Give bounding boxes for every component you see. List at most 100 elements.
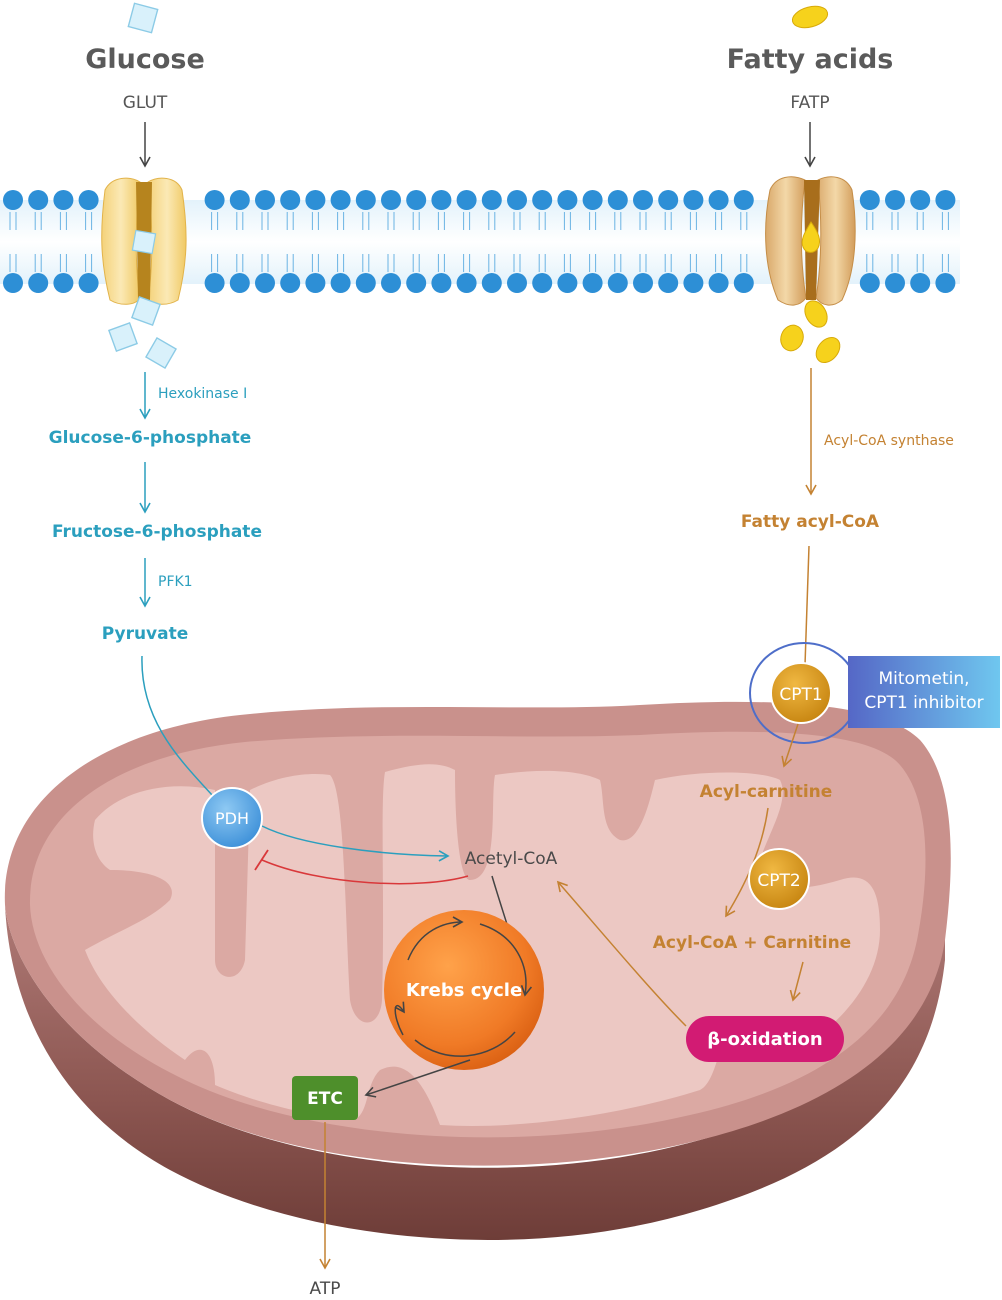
phospholipid-head — [481, 273, 502, 293]
phospholipid-head — [406, 273, 427, 293]
fatty-acid-drop-icon — [780, 324, 804, 352]
beta-oxidation-pill — [686, 1016, 844, 1062]
phospholipid-head — [607, 190, 628, 210]
phospholipid-head — [53, 190, 74, 210]
beta-to-acetyl-arrow — [556, 880, 687, 1027]
glucose-title: Glucose — [85, 44, 205, 75]
fatty-acid-drop-icon — [801, 221, 821, 253]
phospholipid-head — [708, 273, 729, 293]
acylcoa-to-beta-arrow — [789, 961, 804, 1002]
phospholipid-head — [885, 190, 905, 210]
acyl-carnitine: Acyl-carnitine — [700, 782, 833, 802]
phospholipid-head — [456, 273, 477, 293]
pyruvate-to-pdh-line — [141, 655, 213, 796]
phospholipid-head — [633, 190, 653, 210]
atp-label: ATP — [310, 1279, 341, 1299]
membrane-heads-top — [3, 190, 956, 230]
fatty-acid-drop-icon — [815, 336, 841, 364]
phospholipid-head — [204, 190, 225, 210]
krebs-cycle-arrow-icon — [479, 923, 533, 997]
phospholipid-head — [305, 273, 326, 293]
phospholipid-head — [255, 190, 275, 210]
phospholipid-head — [658, 273, 679, 293]
krebs-to-etc-arrow — [364, 1059, 471, 1098]
phospholipid-head — [910, 273, 931, 293]
phospholipid-head — [3, 190, 23, 210]
phospholipid-head — [607, 273, 628, 293]
phospholipid-head — [28, 190, 49, 210]
glucose-cube-icon — [108, 322, 138, 352]
krebs-cycle-node — [384, 910, 544, 1070]
krebs-cycle-label: Krebs cycle — [406, 980, 522, 1001]
phospholipid-head — [280, 273, 301, 293]
phospholipid-head — [582, 190, 603, 210]
phospholipid-head — [859, 273, 880, 293]
glucose-6-phosphate: Glucose-6-phosphate — [49, 428, 252, 448]
fatty-acid-drop-icon — [791, 5, 829, 29]
phospholipid-head — [733, 273, 754, 293]
phospholipid-head — [633, 273, 653, 293]
etc-box — [292, 1076, 358, 1120]
inhibition-bar — [254, 849, 269, 871]
pdh-node — [201, 787, 263, 849]
cpt2-node — [748, 848, 810, 910]
fructose-6-phosphate: Fructose-6-phosphate — [52, 522, 262, 542]
phospholipid-head — [456, 190, 477, 210]
phospholipid-head — [78, 190, 99, 210]
phospholipid-head — [935, 273, 956, 293]
inhibitor-line2: CPT1 inhibitor — [864, 693, 983, 713]
phospholipid-head — [658, 190, 679, 210]
cpt1-label: CPT1 — [779, 685, 822, 705]
phospholipid-head — [859, 190, 880, 210]
phospholipid-head — [431, 190, 452, 210]
phospholipid-head — [481, 190, 502, 210]
phospholipid-head — [330, 273, 351, 293]
phospholipid-head — [532, 190, 553, 210]
phospholipid-head — [229, 273, 250, 293]
krebs-cycle-arrow-icon — [407, 916, 464, 961]
phospholipid-head — [381, 190, 401, 210]
phospholipid-head — [53, 273, 74, 293]
phospholipid-head — [532, 273, 553, 293]
acetyl-inhibition-line — [261, 859, 469, 885]
phospholipid-head — [683, 273, 704, 293]
phospholipid-head — [507, 273, 527, 293]
glucose-cube-icon — [127, 2, 159, 34]
phospholipid-head — [935, 190, 956, 210]
krebs-cycle-arrow-icon — [414, 1031, 516, 1057]
hexokinase-label: Hexokinase I — [158, 386, 247, 402]
pdh-label: PDH — [215, 809, 249, 828]
membrane-heads-bottom — [3, 254, 956, 293]
phospholipid-head — [280, 190, 301, 210]
phospholipid-head — [557, 273, 578, 293]
krebs-cycle-arrow-icon — [394, 1001, 405, 1036]
phospholipid-head — [507, 190, 527, 210]
phospholipid-head — [255, 273, 275, 293]
mitochondrion-side — [5, 900, 945, 1240]
fatty-acyl-coa: Fatty acyl-CoA — [741, 512, 880, 532]
glucose-cubes — [108, 2, 177, 369]
phospholipid-head — [910, 190, 931, 210]
etc-label: ETC — [307, 1089, 343, 1109]
phospholipid-head — [557, 190, 578, 210]
glut-transporter — [101, 177, 187, 305]
phospholipid-head — [733, 190, 754, 210]
phospholipid-head — [381, 273, 401, 293]
glucose-cube-icon — [131, 229, 157, 255]
beta-oxidation-label: β-oxidation — [707, 1029, 823, 1050]
pfk1-label: PFK1 — [158, 574, 193, 590]
fatty-acids-title: Fatty acids — [727, 44, 894, 75]
cpt1-to-acylcarnitine-arrow — [781, 723, 799, 768]
phospholipid-head — [355, 273, 376, 293]
acyl-coa-carnitine: Acyl-CoA + Carnitine — [653, 933, 851, 953]
phospholipid-head — [708, 190, 729, 210]
phospholipid-head — [406, 190, 427, 210]
fatty-acid-drop-icon — [804, 300, 828, 328]
pyruvate: Pyruvate — [102, 624, 189, 644]
fatp-transporter — [765, 176, 856, 306]
phospholipid-head — [204, 273, 225, 293]
inhibitor-line1: Mitometin, — [878, 669, 969, 689]
phospholipid-head — [885, 273, 905, 293]
glut-label: GLUT — [123, 93, 168, 113]
